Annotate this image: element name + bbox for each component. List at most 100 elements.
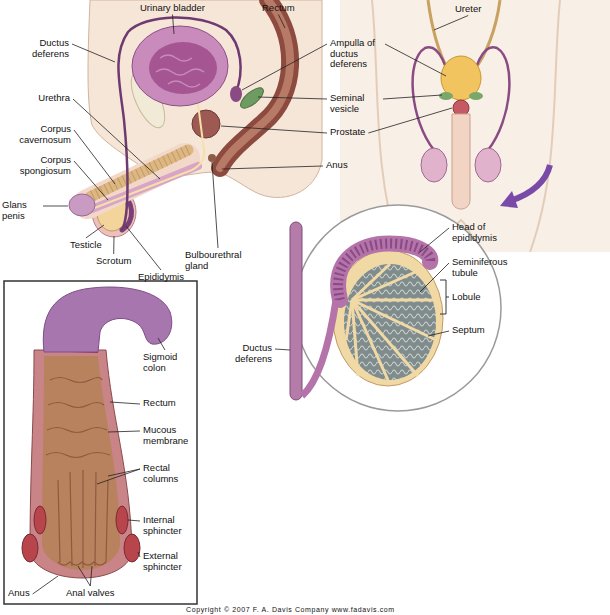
front-view-organs [428,0,448,70]
urinary-bladder-drawing [160,55,192,61]
leader-line [110,402,140,404]
leader-line [428,331,449,336]
urinary-bladder-drawing [132,26,228,106]
rectum-section [116,506,128,534]
part-label: Glans penis [2,200,40,221]
rectum-section [95,472,96,566]
penis-drawing [69,104,204,216]
part-label: Epididymis [138,272,184,283]
leader-line [383,95,442,99]
leader-line [221,126,327,133]
part-label: Corpus spongiosum [11,155,71,176]
testis-section [352,300,418,376]
leader-line [420,263,449,292]
copyright-notice: Copyright © 2007 F. A. Davis Company www… [186,605,395,614]
part-label: Head of epididymis [452,222,510,243]
rectum-section [48,403,104,408]
rectum-section [124,534,140,562]
urinary-bladder-drawing [156,69,204,75]
testis-section [352,300,358,376]
testis-section [352,300,388,380]
rectum-section [46,378,110,569]
part-label: Scrotum [96,256,131,267]
part-label: Rectal columns [143,463,189,484]
inset-frame [4,281,197,604]
bulbourethral-gland-drawing [208,154,216,162]
testis-section [352,300,436,340]
leader-line [138,552,140,557]
testis-section [344,264,436,380]
leader-line [73,99,160,179]
rectum-section [34,506,46,534]
leader-line [172,15,174,35]
bulbourethral-gland-drawing [208,154,216,162]
front-view-organs [475,148,501,182]
rectum-section [50,378,102,383]
lobule-bracket [440,280,449,314]
prostate-drawing [192,110,220,138]
zoom-arrow [500,191,518,208]
leader-line [222,166,323,169]
part-label: Ampulla of ductus deferens [330,38,382,70]
rectum-drawing [220,0,290,168]
urinary-bladder-drawing [132,26,228,106]
leader-line [278,15,285,29]
sigmoid-colon-drawing [43,287,172,352]
leader-line [385,44,446,76]
rectum-section [47,428,107,433]
rectum-section [106,480,108,562]
leader-line [97,469,140,484]
leader-line [368,108,452,133]
part-label: Ductus deferens [224,343,272,364]
leader-line [275,349,290,350]
leader-line [78,566,90,586]
leader-line [113,236,114,254]
leader-line [43,206,68,207]
leader-line [128,520,140,521]
part-label: Anal valves [66,588,115,599]
part-label: Internal sphincter [143,515,193,536]
body-section [88,0,322,197]
part-label: Rectum [143,398,176,409]
leader-line [242,44,327,90]
testis-section [346,300,352,340]
leader-line [108,431,140,432]
testis-section [333,250,443,386]
part-label: Seminal vesicle [330,93,380,114]
rectum-section [46,453,110,458]
part-label: Anus [326,160,348,171]
rectum-section [58,480,60,562]
rectum-section [42,356,120,570]
prostate-drawing [192,110,220,138]
part-label: Lobule [452,292,481,303]
rectum-section [58,562,106,565]
leader-line [86,225,104,238]
part-label: Septum [452,325,485,336]
part-label: Bulbourethral gland [185,250,251,271]
leader-line [158,338,165,350]
testis-section [346,264,436,380]
testis-section [290,222,302,400]
sigmoid-colon-drawing [43,287,172,352]
leader-line [420,228,449,252]
testis-section [338,243,430,300]
rectum-section [22,534,38,562]
part-label: Sigmoid colon [143,352,187,373]
front-view-organs [421,148,447,182]
rectum-drawing [220,0,290,168]
ductus-deferens-drawing [230,86,242,102]
part-label: Urinary bladder [140,3,205,14]
part-label: Corpus cavernosum [11,124,71,145]
leader-line [90,566,92,586]
penis-drawing [69,194,95,216]
seminal-vesicle-drawing [237,84,266,111]
penis-drawing [92,104,204,209]
leader-line [434,16,468,31]
testis-section [352,299,436,302]
testis-section [290,222,443,400]
front-view-ground [530,0,560,252]
testis-section [352,264,390,300]
rectum-section [70,472,72,566]
